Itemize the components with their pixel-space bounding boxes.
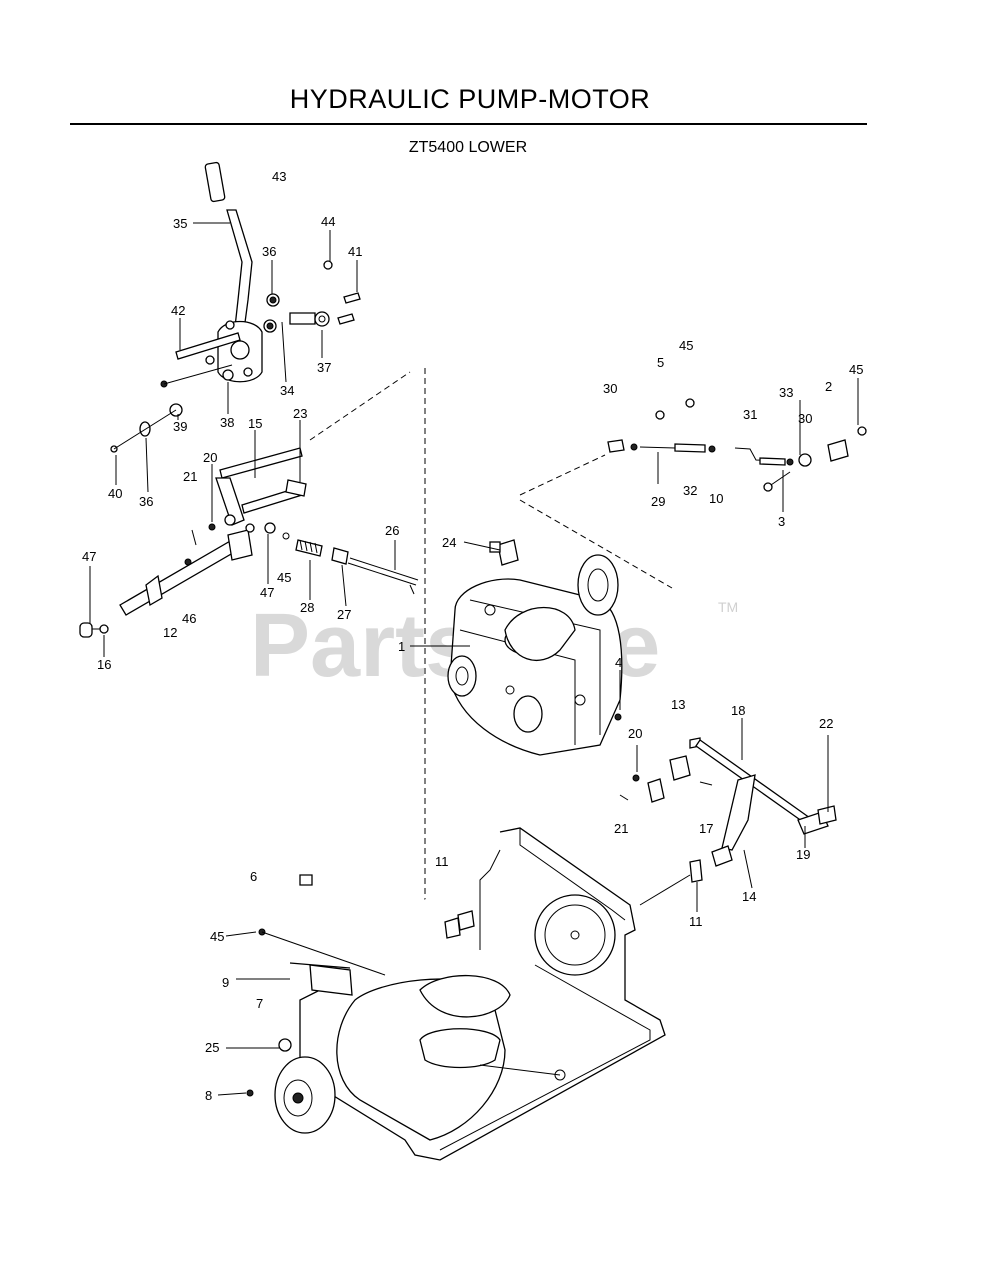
callout-38: 38 <box>220 415 234 430</box>
callout-45: 45 <box>849 362 863 377</box>
callout-28: 28 <box>300 600 314 615</box>
callout-5: 5 <box>657 355 664 370</box>
callout-12: 12 <box>163 625 177 640</box>
callout-2: 2 <box>825 379 832 394</box>
lower-pump-frame <box>246 827 691 1161</box>
callout-36: 36 <box>262 244 276 259</box>
callout-1: 1 <box>398 639 405 654</box>
callout-10: 10 <box>709 491 723 506</box>
callout-41: 41 <box>348 244 362 259</box>
callout-46: 46 <box>182 611 196 626</box>
callout-23: 23 <box>293 406 307 421</box>
callout-39: 39 <box>173 419 187 434</box>
leader-lines <box>89 222 859 1096</box>
right-lower-linkage <box>619 737 837 883</box>
callout-22: 22 <box>819 716 833 731</box>
callout-45: 45 <box>210 929 224 944</box>
callout-3: 3 <box>778 514 785 529</box>
callout-25: 25 <box>205 1040 219 1055</box>
callout-42: 42 <box>171 303 185 318</box>
callout-17: 17 <box>699 821 713 836</box>
callout-37: 37 <box>317 360 331 375</box>
callout-11: 11 <box>689 914 703 929</box>
control-lever-assembly <box>110 161 361 453</box>
callout-18: 18 <box>731 703 745 718</box>
callout-40: 40 <box>108 486 122 501</box>
callout-44: 44 <box>321 214 335 229</box>
callout-4: 4 <box>615 655 622 670</box>
linkage-assembly <box>79 447 419 638</box>
callout-32: 32 <box>683 483 697 498</box>
callout-7: 7 <box>256 996 263 1011</box>
callout-9: 9 <box>222 975 229 990</box>
callout-11: 11 <box>435 854 449 869</box>
callout-47: 47 <box>82 549 96 564</box>
callout-35: 35 <box>173 216 187 231</box>
callout-31: 31 <box>743 407 757 422</box>
callout-30: 30 <box>603 381 617 396</box>
callout-16: 16 <box>97 657 111 672</box>
page-subtitle: ZT5400 LOWER <box>408 139 528 156</box>
right-upper-linkage <box>607 398 867 492</box>
callout-43: 43 <box>272 169 286 184</box>
callout-19: 19 <box>796 847 810 862</box>
callout-45: 45 <box>679 338 693 353</box>
callout-26: 26 <box>385 523 399 538</box>
callout-47: 47 <box>260 585 274 600</box>
callout-36: 36 <box>139 494 153 509</box>
callout-30: 30 <box>798 411 812 426</box>
callout-13: 13 <box>671 697 685 712</box>
callout-34: 34 <box>280 383 294 398</box>
callout-20: 20 <box>203 450 217 465</box>
callout-15: 15 <box>248 416 262 431</box>
callout-24: 24 <box>442 535 456 550</box>
upper-hydraulic-pump <box>447 539 623 756</box>
callout-21: 21 <box>183 469 197 484</box>
callout-33: 33 <box>779 385 793 400</box>
callout-14: 14 <box>742 889 756 904</box>
page-title: HYDRAULIC PUMP-MOTOR <box>289 84 651 114</box>
callout-45: 45 <box>277 570 291 585</box>
callout-20: 20 <box>628 726 642 741</box>
callout-6: 6 <box>250 869 257 884</box>
watermark-tm: TM <box>718 599 738 615</box>
callout-8: 8 <box>205 1088 212 1103</box>
callout-29: 29 <box>651 494 665 509</box>
callout-21: 21 <box>614 821 628 836</box>
callout-27: 27 <box>337 607 351 622</box>
title-divider <box>70 123 867 125</box>
